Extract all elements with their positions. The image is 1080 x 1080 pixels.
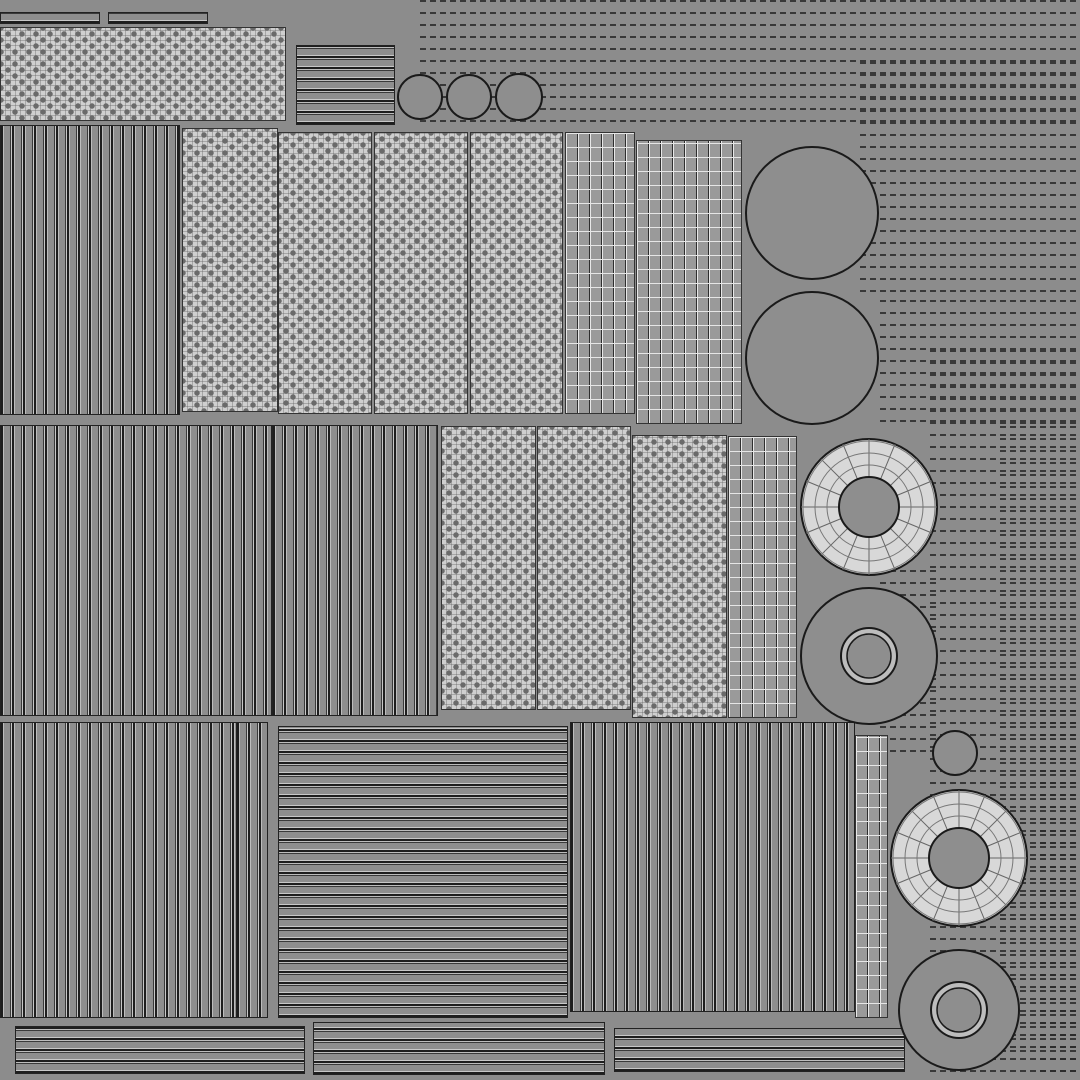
light-strip-panel <box>636 140 742 424</box>
ring-band <box>802 440 936 574</box>
horizontal-strip-panel <box>15 1026 305 1074</box>
ring-band <box>814 452 924 562</box>
hex-mesh-panel <box>374 132 468 414</box>
horizontal-strip-panel <box>108 12 208 24</box>
ring-segment <box>979 878 1008 907</box>
hex-mesh-panel <box>632 435 727 718</box>
ring-segment <box>932 794 948 831</box>
ring-hole <box>838 476 900 538</box>
vertical-strip-panel <box>0 425 272 716</box>
ring-segment <box>932 885 948 922</box>
ring-band <box>826 464 912 550</box>
ring-segment <box>820 458 849 487</box>
ring-segment <box>986 869 1023 885</box>
disc <box>495 73 543 121</box>
ring-hole <box>936 987 982 1033</box>
hex-mesh-panel <box>441 426 536 710</box>
ring-segment <box>970 885 986 922</box>
light-strip-panel <box>565 132 635 414</box>
ring-segment <box>842 534 858 571</box>
ring-segment <box>889 527 918 556</box>
light-strip-panel <box>855 735 888 1018</box>
dashed-edge-field <box>1040 700 1080 1080</box>
ring-band <box>892 791 1026 925</box>
ring-segment <box>910 878 939 907</box>
hex-mesh-panel <box>470 132 563 414</box>
ring-segment <box>895 831 932 847</box>
disc <box>446 74 492 120</box>
ring-band <box>904 803 1014 913</box>
ring-band <box>916 815 1002 901</box>
ring-segment <box>842 443 858 480</box>
ring-segment <box>820 527 849 556</box>
disc <box>397 74 443 120</box>
vertical-strip-panel <box>0 125 180 415</box>
horizontal-strip-panel <box>278 726 568 1018</box>
hex-mesh-panel <box>0 27 286 121</box>
horizontal-strip-panel <box>0 12 100 24</box>
vertical-strip-panel <box>236 722 268 1018</box>
ring-segment <box>895 869 932 885</box>
disc <box>932 730 978 776</box>
ring-segment <box>910 809 939 838</box>
ring-segment <box>896 518 933 534</box>
ring-segment <box>979 809 1008 838</box>
ring-hole <box>846 633 892 679</box>
ring-segment <box>970 794 986 831</box>
ring-segment <box>880 534 896 571</box>
light-strip-panel <box>728 436 797 718</box>
horizontal-strip-panel <box>614 1028 905 1072</box>
vertical-strip-panel <box>0 722 268 1018</box>
ring-segment <box>805 480 842 496</box>
hex-mesh-panel <box>278 132 372 414</box>
ring-segment <box>880 443 896 480</box>
ring-hole <box>928 827 990 889</box>
ring-segment <box>896 480 933 496</box>
horizontal-strip-panel <box>296 45 395 125</box>
horizontal-strip-panel <box>313 1022 605 1075</box>
vertical-strip-panel <box>570 722 855 1012</box>
hex-mesh-panel <box>537 426 631 710</box>
ring-segment <box>805 518 842 534</box>
ring-segment <box>889 458 918 487</box>
dashed-edge-field <box>860 60 1080 300</box>
vertical-strip-panel <box>272 425 438 716</box>
disc <box>745 146 879 280</box>
disc <box>745 291 879 425</box>
ring-segment <box>986 831 1023 847</box>
hex-mesh-panel <box>182 128 278 412</box>
